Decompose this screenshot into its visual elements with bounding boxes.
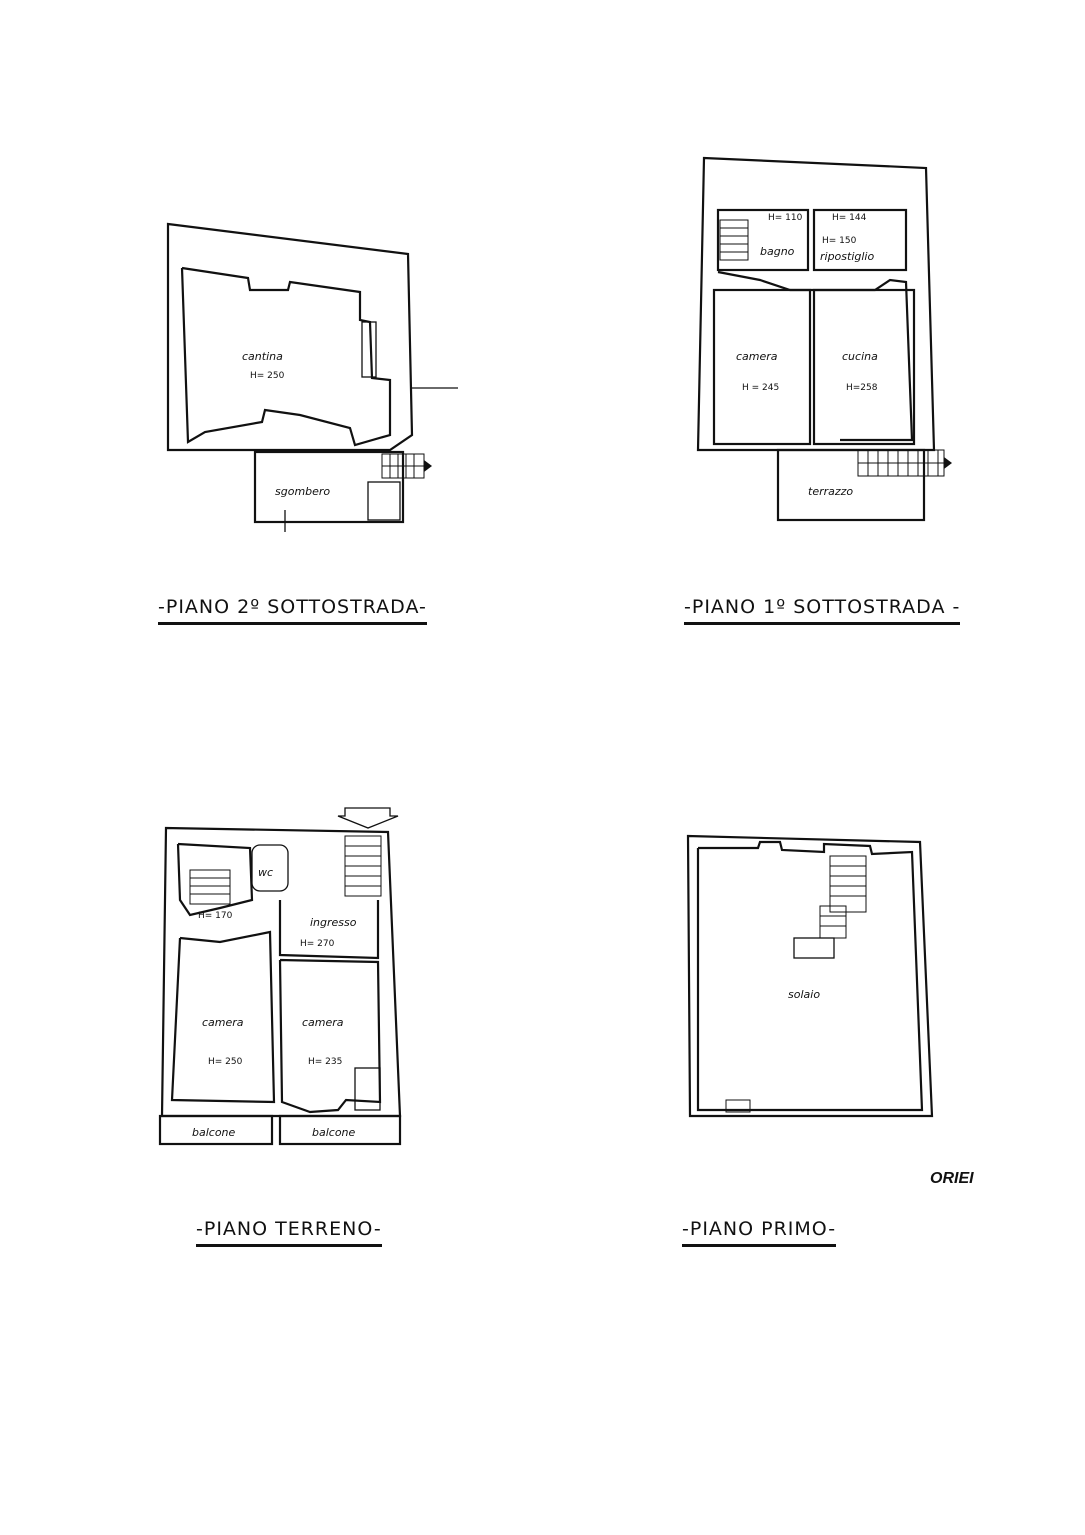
plan-piano-1-sottostrada: H= 110 bagno H= 144 H= 150 ripostiglio c…: [690, 150, 990, 534]
outer-wall: [696, 156, 936, 452]
camera-2-room: [278, 958, 382, 1114]
ripostiglio-room: [812, 208, 908, 272]
caption-text: -PIANO TERRENO-: [196, 1218, 382, 1247]
room-height-cucina: H=258: [846, 383, 878, 393]
room-label-bagno: bagno: [760, 245, 795, 258]
room-label-balcone-1: balcone: [192, 1126, 236, 1139]
room-label-ingresso: ingresso: [310, 916, 357, 929]
cantina-outline: [180, 266, 392, 447]
stairs-wc: [189, 869, 231, 905]
recess: [361, 321, 377, 378]
stairs-upper: [719, 219, 749, 261]
room-label-solaio: solaio: [788, 988, 820, 1001]
room-height-cantina: H= 250: [250, 371, 285, 381]
room-label-camera-2: camera: [302, 1016, 344, 1029]
room-label-camera: camera: [736, 350, 778, 363]
stairs: [381, 453, 432, 479]
room-height-camera: H = 245: [742, 383, 779, 393]
orientation-label: ORIEI: [930, 1170, 974, 1187]
room-label-cucina: cucina: [842, 350, 878, 363]
room-label-terrazzo: terrazzo: [808, 485, 853, 498]
camera-1-room: [170, 930, 276, 1104]
caption-text: -PIANO 2º SOTTOSTRADA-: [158, 596, 427, 625]
balcone-2: [278, 1114, 402, 1146]
stairs-terrazzo: [857, 449, 952, 477]
outer-wall: [686, 834, 934, 1118]
room-label-wc: wc: [258, 866, 273, 879]
room-height-camera-1: H= 250: [208, 1057, 243, 1067]
wc-fixture: [251, 844, 289, 892]
wc-room: [176, 842, 254, 917]
caption-piano-terreno: -PIANO TERRENO-: [196, 1218, 382, 1247]
room-height-ingresso: H= 270: [300, 939, 335, 949]
stairs-ingresso: [344, 835, 382, 897]
ingresso-room: [278, 900, 380, 960]
room-label-camera-1: camera: [202, 1016, 244, 1029]
room-label-ripostiglio: ripostiglio: [820, 250, 874, 263]
plan-2-sottostrada-drawing: cantina H= 250 sgombero: [166, 222, 458, 532]
caption-text: -PIANO PRIMO-: [682, 1218, 837, 1247]
cucina-room: [812, 288, 916, 446]
caption-text: -PIANO 1º SOTTOSTRADA -: [684, 596, 961, 625]
plan-piano-primo: solaio: [680, 826, 950, 1130]
plan-primo-drawing: solaio: [686, 834, 934, 1118]
caption-piano-1-sottostrada: -PIANO 1º SOTTOSTRADA -: [684, 596, 961, 625]
room-height-bagno: H= 110: [768, 213, 803, 223]
caption-piano-2-sottostrada: -PIANO 2º SOTTOSTRADA-: [158, 596, 427, 625]
stairs-primo: [819, 855, 867, 939]
room-height-ripostiglio: H= 150: [822, 236, 857, 246]
terrazzo: [776, 448, 926, 522]
plan-piano-2-sottostrada: cantina H= 250 sgombero: [150, 210, 470, 544]
entrance-arrow: [337, 807, 399, 829]
outer-wall: [166, 222, 414, 452]
sgombero-room: [253, 450, 405, 524]
solaio-room: [696, 840, 924, 1112]
plan-piano-terreno: H= 170 wc ingresso H= 270 camera H= 250 …: [150, 800, 420, 1164]
bagno-room: [716, 208, 810, 272]
room-label-balcone-2: balcone: [312, 1126, 356, 1139]
hatch: [793, 937, 835, 959]
room-label-sgombero: sgombero: [275, 485, 330, 498]
corridor: [717, 270, 914, 442]
extra-height: H= 144: [832, 213, 867, 223]
camera-room: [712, 288, 812, 446]
room-label-cantina: cantina: [242, 350, 283, 363]
room-height-camera-2: H= 235: [308, 1057, 342, 1067]
room-height-wc: H= 170: [198, 911, 233, 921]
plan-terreno-drawing: H= 170 wc ingresso H= 270 camera H= 250 …: [158, 807, 402, 1146]
balcone-1: [158, 1114, 274, 1146]
sgombero-closet: [367, 481, 401, 521]
window: [725, 1099, 751, 1113]
plan-1-sottostrada-drawing: H= 110 bagno H= 144 H= 150 ripostiglio c…: [696, 156, 952, 522]
caption-piano-primo: -PIANO PRIMO-: [682, 1218, 837, 1247]
closet: [354, 1067, 381, 1111]
